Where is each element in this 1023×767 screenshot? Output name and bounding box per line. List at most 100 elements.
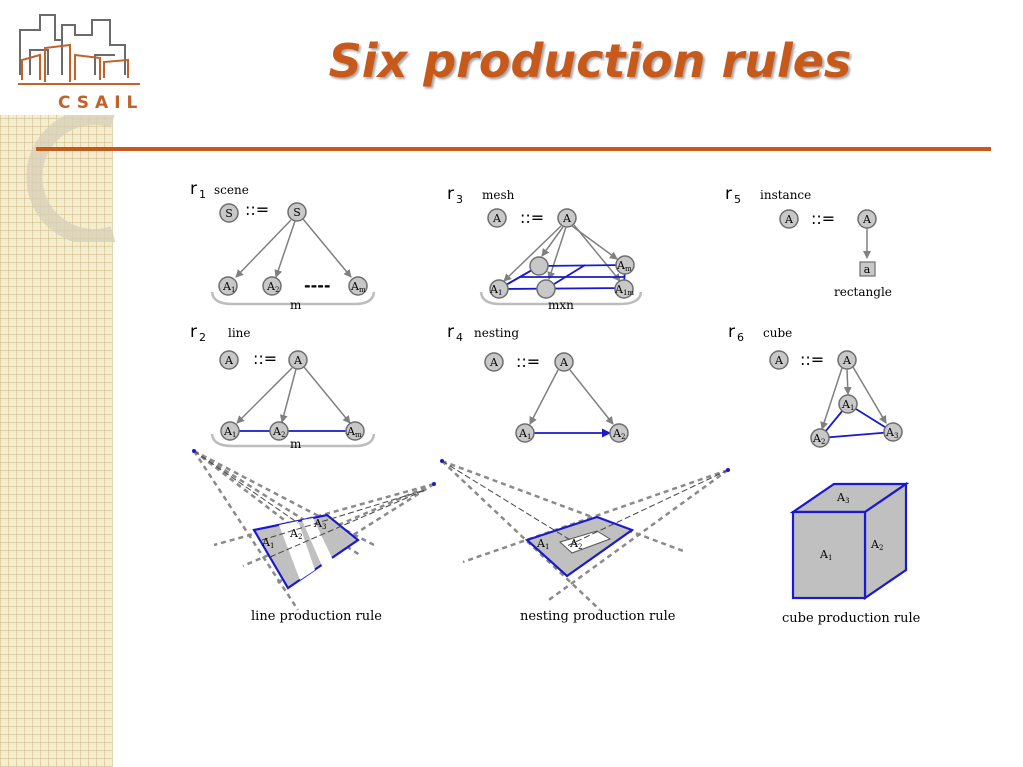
parent-node <box>219 350 239 370</box>
edge <box>820 367 843 430</box>
child-node <box>489 279 509 299</box>
terminal-name: rectangle <box>834 285 892 299</box>
rule-r1-scene: r 1 scene S ::= S A1 A2 ---- Am m <box>190 179 376 312</box>
logo-text: CSAIL <box>58 93 144 113</box>
rule-r3-mesh: r 3 mesh A ::= A A1 Am A1m mxn <box>447 184 643 312</box>
count-brace <box>210 433 376 448</box>
rule-subscript: 2 <box>199 331 206 344</box>
rule-r4-nesting: r 4 nesting A ::= A A1 A2 <box>447 322 629 443</box>
edge <box>843 368 852 395</box>
parent-node-label: A <box>784 213 794 226</box>
count-brace <box>210 291 376 306</box>
child-label: A2 <box>266 280 279 294</box>
page-title: Six production rules <box>328 34 852 88</box>
child-label: A1 <box>223 425 236 439</box>
rule-letter: r <box>190 322 197 342</box>
child-node <box>269 421 289 441</box>
rule-subscript: 5 <box>734 193 741 206</box>
child-node <box>609 423 629 443</box>
child-node <box>883 422 903 442</box>
root-node <box>288 350 308 370</box>
root-node-label: A <box>562 212 572 225</box>
parent-node <box>769 350 789 370</box>
child-label: Am <box>346 425 362 439</box>
region-label: A1 <box>261 536 274 550</box>
region-label: A3 <box>313 517 326 531</box>
child-label: A3 <box>885 426 898 440</box>
rule-letter: r <box>725 184 732 204</box>
operator: ::= <box>520 208 544 227</box>
child-label: A1 <box>518 427 531 441</box>
rule-subscript: 3 <box>456 193 463 206</box>
parent-node <box>219 203 239 223</box>
parent-node <box>484 352 504 372</box>
child-label: A1 <box>489 283 502 297</box>
rule-letter: r <box>728 322 735 342</box>
rule-name: scene <box>214 183 249 197</box>
edge <box>274 220 296 278</box>
edge <box>569 369 614 425</box>
region-label: A1 <box>819 548 832 562</box>
parent-node-label: A <box>489 356 499 369</box>
operator: ::= <box>253 349 277 368</box>
child-label: A1m <box>614 283 634 297</box>
parent-node-label: A <box>224 354 234 367</box>
count-brace <box>479 291 643 306</box>
illustration-caption: cube production rule <box>782 611 921 626</box>
illustration-caption: line production rule <box>251 609 382 624</box>
csail-logo: CSAIL <box>0 0 170 115</box>
rule-r5-instance: r 5 instance A ::= A a rectangle <box>725 184 892 299</box>
parent-node-label: A <box>774 354 784 367</box>
root-node-label: S <box>293 206 301 219</box>
child-node <box>614 279 634 299</box>
edge <box>279 368 297 423</box>
edge <box>503 225 562 282</box>
child-node <box>810 428 830 448</box>
region-label: A2 <box>870 538 883 552</box>
count-label: mxn <box>548 298 574 312</box>
illustration-caption: nesting production rule <box>520 609 676 624</box>
rule-name: instance <box>760 188 811 202</box>
ellipsis: ---- <box>304 276 331 295</box>
parent-node <box>487 208 507 228</box>
root-node-label: A <box>293 354 303 367</box>
line-rule-illustration: A1 A2 A3 line production rule <box>192 449 436 624</box>
operator: ::= <box>800 350 824 369</box>
nesting-rule-illustration: A1 A2 nesting production rule <box>440 459 730 624</box>
root-node <box>287 202 307 222</box>
terminal-node <box>859 261 876 277</box>
child-label: Am <box>616 259 632 273</box>
child-node <box>838 394 858 414</box>
rule-letter: r <box>447 184 454 204</box>
mesh-node <box>536 279 556 299</box>
root-node <box>554 352 574 372</box>
region-label: A1 <box>536 537 549 551</box>
rule-letter: r <box>190 179 197 199</box>
root-node-label: A <box>862 213 872 226</box>
edge <box>303 366 351 424</box>
rule-letter: r <box>447 322 454 342</box>
region-label: A2 <box>289 527 302 541</box>
child-node <box>348 276 368 296</box>
parent-node-label: A <box>492 212 502 225</box>
parent-node-label: S <box>225 207 233 220</box>
title-underline <box>36 147 991 151</box>
rule-subscript: 4 <box>456 331 463 344</box>
edge <box>573 224 621 282</box>
child-label: A1 <box>841 398 854 412</box>
child-label: Am <box>350 280 366 294</box>
edge <box>302 218 352 278</box>
cube-rule-illustration: A3 A1 A2 cube production rule <box>782 481 921 626</box>
child-node <box>218 276 238 296</box>
child-label: A2 <box>812 432 825 446</box>
edge <box>236 367 293 424</box>
count-label: m <box>290 437 302 451</box>
edge <box>235 219 292 278</box>
operator: ::= <box>811 209 835 228</box>
root-node-label: A <box>842 354 852 367</box>
edge <box>541 226 564 257</box>
rule-r6-cube: r 6 cube A ::= A A1 A2 A3 <box>728 322 903 448</box>
rule-subscript: 6 <box>737 331 744 344</box>
rule-name: mesh <box>482 188 515 202</box>
